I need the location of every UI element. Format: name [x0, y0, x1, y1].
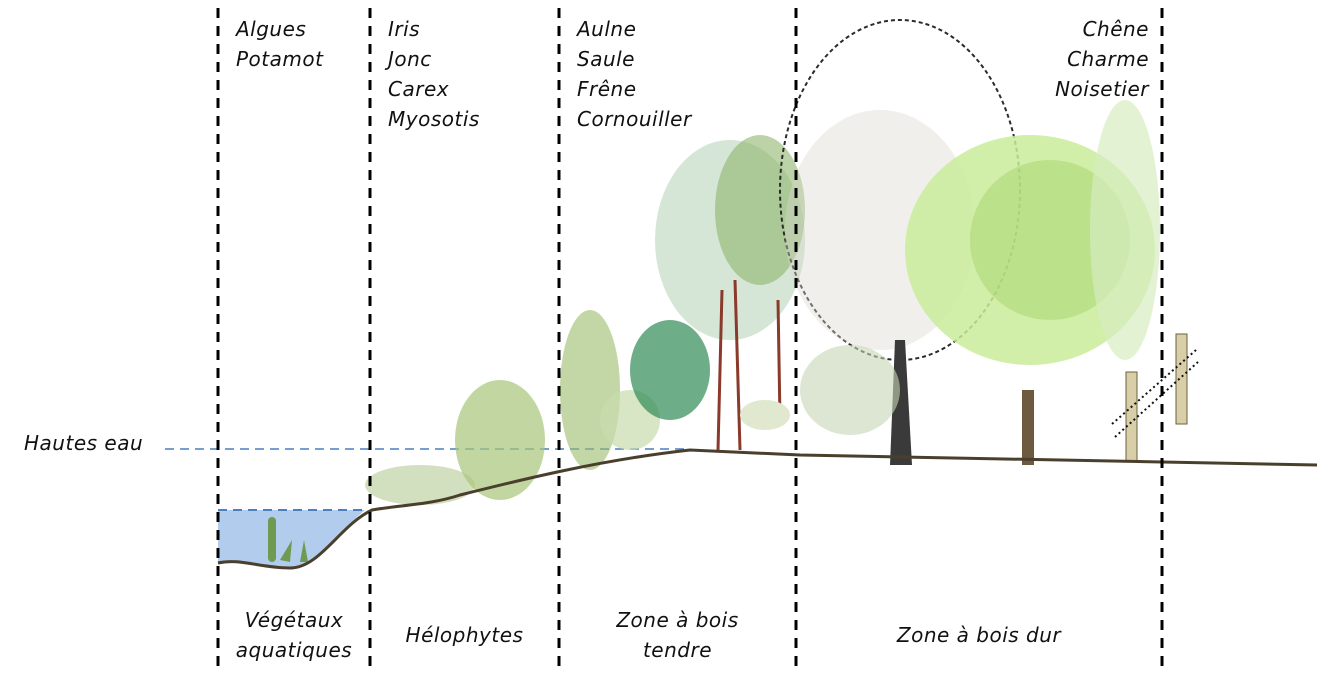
aquatic-plants: [268, 517, 308, 562]
species-name: Frêne: [577, 77, 637, 101]
zone-label-line: aquatiques: [235, 638, 353, 662]
species-name: Cornouiller: [577, 107, 692, 131]
species-name: Charme: [1067, 47, 1149, 71]
species-list-helophytes: Iris Jonc Carex Myosotis: [388, 14, 480, 134]
species-list-soft-wood: Aulne Saule Frêne Cornouiller: [577, 14, 692, 134]
species-name: Myosotis: [388, 107, 480, 131]
species-name: Algues: [236, 17, 307, 41]
high-water-label: Hautes eau: [24, 431, 144, 455]
zone-label-hard-wood: Zone à bois dur: [896, 623, 1062, 647]
zone-dividers: [216, 8, 1164, 668]
species-name: Jonc: [388, 47, 432, 71]
species-name: Noisetier: [1055, 77, 1149, 101]
species-name: Potamot: [236, 47, 324, 71]
species-list-hard-wood: Chêne Charme Noisetier: [1055, 14, 1149, 104]
zone-label-soft-wood: Zone à bois tendre: [559, 605, 796, 665]
helophyte-vegetation: [365, 310, 660, 505]
species-name: Chêne: [1082, 17, 1149, 41]
species-name: Saule: [577, 47, 635, 71]
species-name: Iris: [388, 17, 421, 41]
species-list-aquatic: Algues Potamot: [236, 14, 323, 74]
hard-wood-trees: [779, 19, 1160, 465]
zone-label-line: Zone à bois: [616, 608, 739, 632]
zone-label-line: Végétaux: [244, 608, 344, 632]
ground-profile: [217, 448, 1317, 570]
soft-wood-trees: [630, 135, 805, 451]
zone-label-helophytes: Hélophytes: [405, 623, 524, 647]
species-name: Aulne: [577, 17, 637, 41]
zone-label-line: tendre: [642, 638, 713, 662]
species-name: Carex: [388, 77, 450, 101]
water-body: [218, 510, 365, 568]
zone-label-aquatic: Végétaux aquatiques: [218, 605, 370, 665]
